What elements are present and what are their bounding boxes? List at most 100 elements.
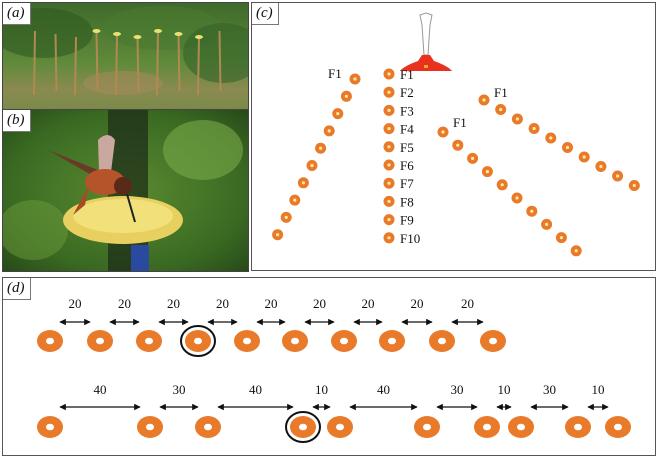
distance-label: 10 bbox=[498, 382, 511, 397]
flower-disc bbox=[290, 416, 316, 438]
flower-marker bbox=[555, 232, 567, 244]
flower-disc bbox=[37, 416, 63, 438]
flower-disc bbox=[137, 416, 163, 438]
stakes-photo bbox=[3, 3, 248, 109]
flower-marker bbox=[332, 108, 344, 120]
flower-marker bbox=[570, 245, 582, 257]
distance-label: 20 bbox=[216, 296, 229, 311]
flower-disc bbox=[480, 330, 506, 352]
flower-disc bbox=[331, 330, 357, 352]
panel-a-label: (a) bbox=[3, 3, 31, 25]
flower-disc bbox=[37, 330, 63, 352]
panel-b-label: (b) bbox=[3, 110, 31, 132]
center-line-label: F5 bbox=[400, 140, 414, 155]
flower-marker bbox=[383, 123, 395, 135]
flower-marker bbox=[578, 151, 590, 163]
distance-arrow: 10 bbox=[312, 382, 331, 411]
flower-marker bbox=[297, 177, 309, 189]
flower-marker bbox=[511, 113, 523, 125]
hummingbird-photo bbox=[3, 110, 248, 271]
hummingbird bbox=[48, 135, 136, 223]
flower-disc bbox=[414, 416, 440, 438]
flower-marker bbox=[349, 73, 361, 85]
distance-label: 20 bbox=[118, 296, 131, 311]
flower-marker bbox=[481, 166, 493, 178]
flower-marker bbox=[545, 132, 557, 144]
distance-arrow: 10 bbox=[587, 382, 609, 411]
center-line-label: F6 bbox=[400, 158, 414, 173]
flower-marker bbox=[511, 192, 523, 204]
flower-marker bbox=[437, 126, 449, 138]
highlight-circle bbox=[180, 325, 216, 357]
stake bbox=[154, 29, 162, 96]
flower-disc bbox=[508, 416, 534, 438]
flower-disc bbox=[282, 330, 308, 352]
flower-marker bbox=[323, 125, 335, 137]
flower-marker bbox=[383, 214, 395, 226]
flower-marker bbox=[526, 205, 538, 217]
distance-arrow: 30 bbox=[436, 382, 478, 411]
right-line-1-label: F1 bbox=[494, 85, 508, 100]
center-line-label: F7 bbox=[400, 176, 414, 191]
stake bbox=[195, 35, 203, 96]
flower-marker bbox=[612, 170, 624, 182]
hummingbird-feeder-icon bbox=[400, 12, 452, 71]
stake bbox=[218, 30, 222, 92]
stake bbox=[92, 29, 101, 92]
flower-marker bbox=[452, 139, 464, 151]
distance-arrow: 20 bbox=[304, 296, 335, 326]
distance-arrow: 20 bbox=[401, 296, 433, 326]
flower-disc bbox=[195, 416, 221, 438]
flower-marker bbox=[496, 179, 508, 191]
flower-disc bbox=[474, 416, 500, 438]
center-line-label: F8 bbox=[400, 194, 414, 209]
distance-arrow: 20 bbox=[59, 296, 91, 326]
stake bbox=[54, 33, 58, 92]
flower-marker bbox=[628, 180, 640, 191]
distance-label: 20 bbox=[167, 296, 180, 311]
flower-marker bbox=[383, 68, 395, 80]
flower-marker bbox=[315, 142, 327, 154]
flower-marker bbox=[383, 195, 395, 207]
distance-label: 40 bbox=[94, 382, 107, 397]
center-line-label: F1 bbox=[400, 67, 414, 82]
stake bbox=[33, 30, 36, 96]
right-line-2-label: F1 bbox=[453, 115, 467, 130]
flower-marker bbox=[541, 218, 553, 230]
flower-disc bbox=[565, 416, 591, 438]
distance-label: 30 bbox=[543, 382, 556, 397]
center-line-label: F9 bbox=[400, 213, 414, 228]
distance-label: 30 bbox=[451, 382, 464, 397]
distance-label: 10 bbox=[315, 382, 328, 397]
flower-marker bbox=[383, 177, 395, 189]
panel-a-photo-stakes: (a) bbox=[2, 2, 249, 110]
spacing-diagram: 20 20 20 20 20 20 20 20 20 40 30 40 10 40 30 10 30 10 bbox=[37, 296, 631, 443]
flower-marker bbox=[272, 229, 284, 241]
flower-marker bbox=[383, 159, 395, 171]
stake bbox=[133, 35, 142, 92]
distance-label: 10 bbox=[592, 382, 605, 397]
distance-label: 20 bbox=[411, 296, 424, 311]
panel-c-label: (c) bbox=[252, 3, 279, 25]
center-line-label: F10 bbox=[400, 231, 420, 246]
flower-marker bbox=[340, 90, 352, 102]
center-line-label: F4 bbox=[400, 122, 414, 137]
distance-arrow: 40 bbox=[217, 382, 294, 411]
flower-marker bbox=[289, 194, 301, 206]
flower-marker bbox=[478, 94, 490, 106]
distance-label: 30 bbox=[173, 382, 186, 397]
center-line-label: F2 bbox=[400, 85, 414, 100]
flower-marker bbox=[595, 161, 607, 172]
distance-label: 20 bbox=[69, 296, 82, 311]
highlight-circle bbox=[285, 411, 321, 443]
distance-arrow: 20 bbox=[207, 296, 238, 326]
feeder-pole bbox=[131, 245, 149, 271]
distance-arrow: 20 bbox=[353, 296, 383, 326]
distance-arrow: 20 bbox=[256, 296, 286, 326]
distance-arrow: 20 bbox=[451, 296, 484, 326]
flower-marker bbox=[383, 232, 395, 244]
distance-arrow: 40 bbox=[349, 382, 418, 411]
flower-marker bbox=[306, 160, 318, 171]
distance-label: 20 bbox=[265, 296, 278, 311]
